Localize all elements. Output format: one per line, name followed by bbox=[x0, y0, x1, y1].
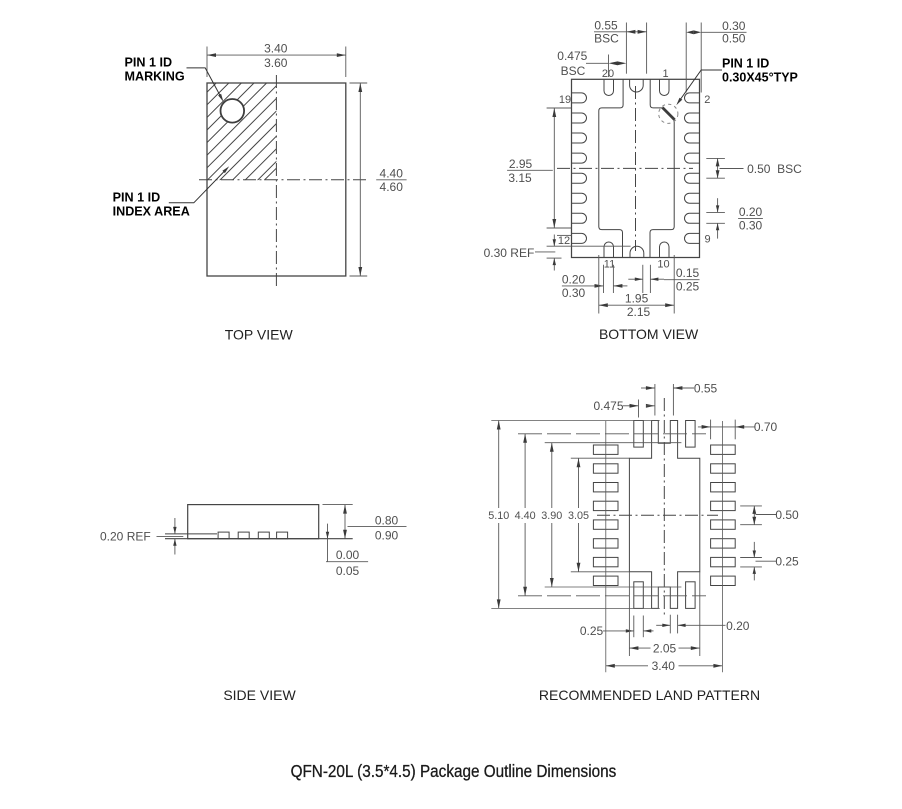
svg-text:4.60: 4.60 bbox=[380, 180, 404, 194]
svg-text:0.05: 0.05 bbox=[336, 564, 360, 578]
svg-text:0.55: 0.55 bbox=[694, 381, 718, 395]
svg-text:0.30: 0.30 bbox=[722, 19, 746, 33]
svg-text:11: 11 bbox=[604, 259, 615, 271]
svg-text:MARKING: MARKING bbox=[125, 69, 185, 83]
svg-text:3.60: 3.60 bbox=[264, 56, 288, 70]
svg-text:2.15: 2.15 bbox=[627, 305, 651, 319]
svg-text:0.90: 0.90 bbox=[375, 528, 399, 542]
svg-text:BOTTOM VIEW: BOTTOM VIEW bbox=[599, 326, 699, 342]
svg-text:12: 12 bbox=[558, 235, 570, 247]
svg-text:3.40: 3.40 bbox=[652, 659, 676, 673]
svg-text:5.10: 5.10 bbox=[488, 510, 509, 522]
svg-text:TOP VIEW: TOP VIEW bbox=[225, 327, 294, 343]
svg-text:19: 19 bbox=[559, 94, 571, 106]
svg-text:0.50 BSC: 0.50 BSC bbox=[747, 162, 802, 176]
svg-text:BSC: BSC bbox=[594, 31, 619, 45]
svg-text:BSC: BSC bbox=[561, 64, 586, 78]
svg-text:1.95: 1.95 bbox=[625, 292, 649, 306]
svg-text:INDEX AREA: INDEX AREA bbox=[113, 204, 190, 218]
svg-text:3.05: 3.05 bbox=[568, 510, 589, 522]
svg-text:4.40: 4.40 bbox=[515, 510, 536, 522]
svg-text:0.50: 0.50 bbox=[775, 508, 799, 522]
svg-text:0.50: 0.50 bbox=[722, 32, 746, 46]
svg-text:0.475: 0.475 bbox=[593, 399, 623, 413]
svg-text:0.25: 0.25 bbox=[775, 555, 799, 569]
svg-text:2.95: 2.95 bbox=[509, 157, 533, 171]
svg-text:3.90: 3.90 bbox=[541, 510, 562, 522]
svg-text:0.30X45°TYP: 0.30X45°TYP bbox=[722, 70, 798, 84]
svg-text:0.30: 0.30 bbox=[739, 218, 763, 232]
svg-text:0.475: 0.475 bbox=[557, 49, 587, 63]
svg-text:1: 1 bbox=[662, 68, 668, 80]
svg-text:9: 9 bbox=[704, 234, 710, 246]
svg-text:0.15: 0.15 bbox=[676, 266, 700, 280]
svg-text:0.25: 0.25 bbox=[580, 624, 604, 638]
svg-text:0.20 REF: 0.20 REF bbox=[100, 529, 151, 543]
svg-text:0.20: 0.20 bbox=[562, 273, 586, 287]
svg-text:0.20: 0.20 bbox=[739, 205, 763, 219]
svg-text:0.30 REF: 0.30 REF bbox=[484, 246, 535, 260]
svg-text:20: 20 bbox=[602, 68, 614, 80]
svg-text:2: 2 bbox=[704, 94, 710, 106]
svg-text:3.15: 3.15 bbox=[508, 171, 532, 185]
svg-text:10: 10 bbox=[657, 259, 669, 271]
svg-text:2.05: 2.05 bbox=[653, 641, 677, 655]
svg-text:0.70: 0.70 bbox=[754, 420, 778, 434]
svg-text:SIDE VIEW: SIDE VIEW bbox=[223, 687, 296, 703]
svg-text:0.30: 0.30 bbox=[562, 286, 586, 300]
svg-text:3.40: 3.40 bbox=[264, 41, 288, 55]
svg-text:4.40: 4.40 bbox=[380, 167, 404, 181]
svg-text:0.25: 0.25 bbox=[676, 280, 700, 294]
svg-text:QFN-20L (3.5*4.5) Package Outl: QFN-20L (3.5*4.5) Package Outline Dimens… bbox=[291, 761, 617, 781]
svg-text:PIN 1 ID: PIN 1 ID bbox=[722, 56, 769, 70]
svg-text:PIN 1 ID: PIN 1 ID bbox=[113, 190, 161, 204]
svg-text:0.55: 0.55 bbox=[594, 19, 618, 33]
svg-text:0.80: 0.80 bbox=[375, 513, 399, 527]
svg-text:PIN 1 ID: PIN 1 ID bbox=[125, 56, 173, 70]
svg-text:0.00: 0.00 bbox=[336, 548, 360, 562]
svg-text:0.20: 0.20 bbox=[726, 619, 750, 633]
svg-text:RECOMMENDED LAND PATTERN: RECOMMENDED LAND PATTERN bbox=[539, 687, 760, 703]
